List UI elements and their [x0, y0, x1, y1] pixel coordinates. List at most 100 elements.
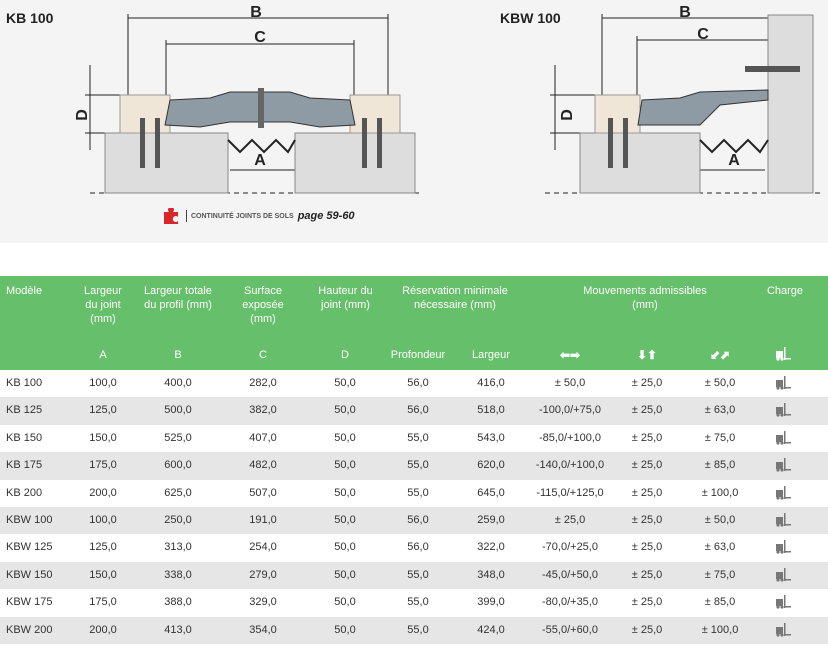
subheader-1: B [174, 349, 182, 361]
cell-9: ± 50,0 [704, 377, 736, 389]
cell-6: 416,0 [477, 377, 505, 389]
cell-1: 150,0 [89, 431, 117, 444]
cell-2: 600,0 [164, 459, 192, 472]
cell-7: ± 50,0 [554, 377, 586, 389]
cell-4: 50,0 [334, 541, 356, 554]
dim-c: C [697, 26, 709, 43]
cell-1: 100,0 [89, 513, 117, 526]
cell-5: 55,0 [407, 596, 429, 609]
cell-6: 645,0 [477, 486, 505, 499]
cell-5: 55,0 [407, 486, 429, 499]
cell-7: -100,0/+75,0 [538, 404, 602, 417]
cell-8: ± 25,0 [631, 431, 663, 444]
cell-9: ± 85,0 [704, 459, 736, 472]
header-reservation: Réservation minimale nécessaire (mm) [402, 285, 508, 311]
cell-6: 399,0 [477, 596, 505, 609]
header-movements: Mouvements admissibles (mm) [583, 285, 707, 311]
cell-2: 625,0 [164, 486, 192, 499]
cell-8: ± 25,0 [631, 623, 663, 636]
cell-8: ± 25,0 [631, 596, 663, 609]
forklift-icon [775, 347, 791, 365]
subheader-3: D [341, 349, 349, 361]
divider [186, 210, 187, 222]
cell-3: 329,0 [249, 596, 277, 609]
subheader-5: Largeur [472, 349, 510, 361]
cell-5: 55,0 [407, 431, 429, 444]
cell-3: 279,0 [249, 568, 277, 581]
forklift-icon [775, 567, 791, 586]
reference-link[interactable]: CONTINUITÉ JOINTS DE SOLS page 59-60 [162, 208, 355, 224]
cell-1: 150,0 [89, 568, 117, 581]
cell-0: KB 200 [6, 486, 43, 499]
dim-d: D [74, 109, 91, 121]
cell-3: 482,0 [249, 459, 277, 472]
cell-5: 55,0 [407, 623, 429, 636]
cell-4: 50,0 [334, 459, 356, 472]
cell-4: 50,0 [334, 377, 356, 389]
cell-3: 507,0 [249, 486, 277, 499]
cell-1: 175,0 [89, 596, 117, 609]
dim-b: B [679, 4, 691, 21]
specifications-table: Modèle Largeur du joint (mm) Largeur tot… [0, 276, 828, 644]
dim-a: A [728, 152, 740, 169]
cell-5: 56,0 [407, 541, 429, 554]
horizontal-movement-icon: ⬅➡ [559, 348, 581, 362]
cell-7: -115,0/+125,0 [536, 486, 604, 499]
cell-9: ± 100,0 [701, 623, 739, 636]
cell-1: 125,0 [89, 541, 117, 554]
cell-7: ± 25,0 [554, 513, 586, 526]
cell-2: 250,0 [164, 513, 192, 526]
forklift-icon [775, 512, 791, 531]
cell-6: 424,0 [477, 623, 505, 636]
cell-1: 200,0 [89, 623, 117, 636]
cell-4: 50,0 [334, 431, 356, 444]
cell-6: 322,0 [477, 541, 505, 554]
forklift-icon [775, 376, 791, 394]
cell-9: ± 63,0 [704, 404, 736, 417]
cell-3: 191,0 [249, 513, 277, 526]
header-model: Modèle [6, 285, 43, 297]
kbw100-cross-section: B C D A [545, 4, 820, 194]
subheader-2: C [259, 349, 267, 361]
cell-2: 500,0 [164, 404, 192, 417]
cell-4: 50,0 [334, 623, 356, 636]
cell-3: 354,0 [249, 623, 277, 636]
header-b: Largeur totale du profil (mm) [144, 285, 212, 311]
forklift-icon [775, 485, 791, 504]
cell-4: 50,0 [334, 486, 356, 499]
cell-1: 100,0 [89, 377, 117, 389]
cell-1: 125,0 [89, 404, 117, 417]
cell-2: 338,0 [164, 568, 192, 581]
cell-5: 56,0 [407, 513, 429, 526]
cell-3: 407,0 [249, 431, 277, 444]
forklift-icon [775, 458, 791, 476]
subheader-0: A [99, 349, 107, 361]
cell-7: -80,0/+35,0 [542, 596, 598, 609]
cell-5: 56,0 [407, 404, 429, 417]
cell-8: ± 25,0 [631, 377, 663, 389]
reference-page: page 59-60 [297, 210, 355, 222]
cell-2: 313,0 [164, 541, 192, 554]
cell-1: 175,0 [89, 459, 117, 472]
cell-0: KB 175 [6, 459, 43, 472]
cell-0: KBW 175 [6, 596, 53, 609]
header-c: Surface exposée (mm) [242, 285, 284, 325]
cell-6: 543,0 [477, 431, 505, 444]
reference-label: CONTINUITÉ JOINTS DE SOLS [191, 212, 294, 220]
cell-8: ± 25,0 [631, 404, 663, 417]
cell-6: 518,0 [477, 404, 505, 417]
forklift-icon [775, 403, 791, 421]
puzzle-icon [164, 208, 178, 224]
cell-3: 382,0 [249, 404, 277, 417]
cell-7: -70,0/+25,0 [542, 541, 598, 554]
cell-0: KB 100 [6, 377, 43, 389]
cell-8: ± 25,0 [631, 568, 663, 581]
cell-9: ± 85,0 [704, 596, 736, 609]
cell-6: 348,0 [477, 568, 505, 581]
